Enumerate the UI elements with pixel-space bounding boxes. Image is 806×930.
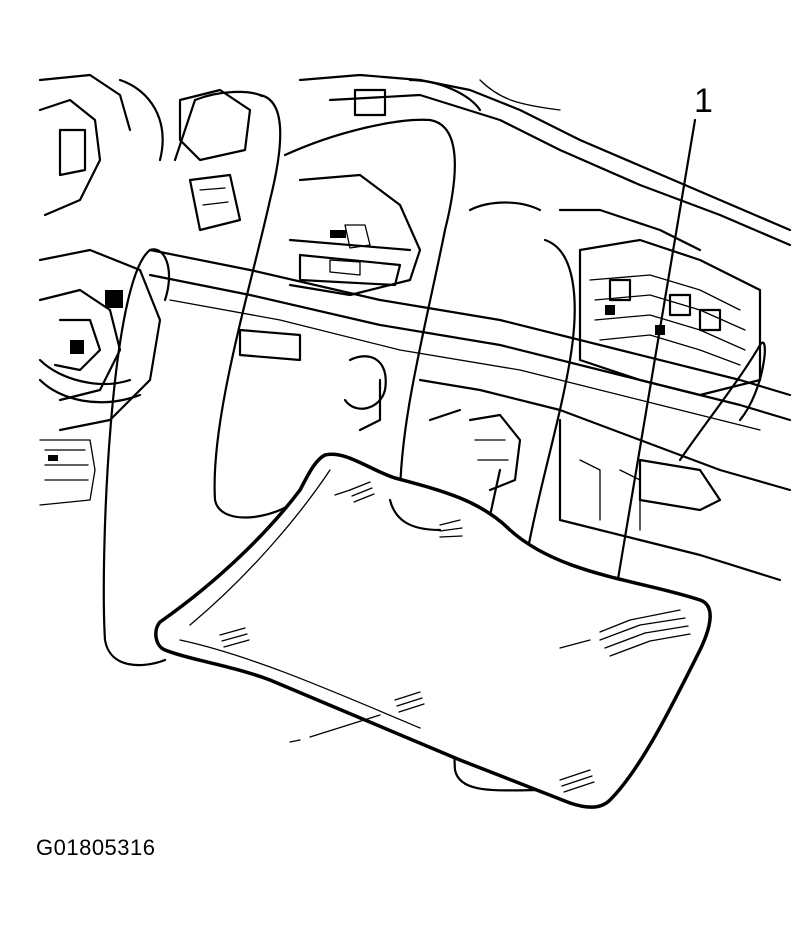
harness-connector-lower-middle <box>289 691 425 743</box>
harness-connector-upper-left <box>334 481 375 503</box>
harness-connector-center <box>388 498 463 538</box>
harness-connector-left <box>219 627 250 648</box>
callout-number-1: 1 <box>694 82 713 120</box>
figure-id: G01805316 <box>36 835 156 860</box>
harness-connector-right <box>559 609 691 657</box>
wiring-harness-panel <box>154 452 712 809</box>
harness-connector-bottom <box>559 769 595 793</box>
